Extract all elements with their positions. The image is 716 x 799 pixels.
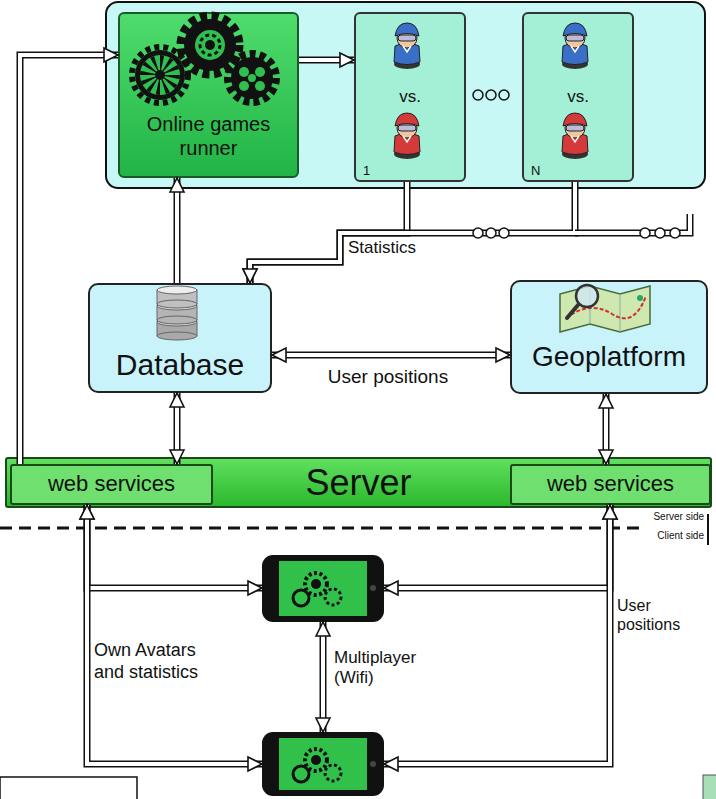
edge-label: Statistics xyxy=(348,238,440,258)
side-label: Server side xyxy=(640,511,704,523)
connector xyxy=(323,622,324,732)
node-text: vs. xyxy=(524,87,632,107)
server-band: Serverweb servicesweb services xyxy=(5,457,712,508)
connector xyxy=(177,393,178,464)
connector xyxy=(384,505,610,764)
edge-label: User positions xyxy=(617,596,711,634)
games-panel xyxy=(106,2,705,188)
edge-label: Own Avatars and statistics xyxy=(94,640,218,683)
cropped-box xyxy=(0,777,137,799)
connector xyxy=(177,178,178,283)
service-box: web services xyxy=(10,464,213,505)
cropped-box xyxy=(703,775,716,799)
process-box: Online games runner xyxy=(118,12,299,178)
node-text: web services xyxy=(12,471,211,497)
connector xyxy=(20,55,118,464)
smartphone xyxy=(262,555,384,622)
match-box: vs. N xyxy=(522,12,634,182)
database-icon xyxy=(157,286,197,340)
node-text: 1 xyxy=(360,163,464,179)
connector xyxy=(250,182,575,283)
player-avatars xyxy=(394,23,588,159)
geoplatform-box: Geoplatform xyxy=(510,280,708,394)
node-text: vs. xyxy=(356,87,464,107)
node-text: N xyxy=(528,163,632,179)
map-icon xyxy=(560,285,650,332)
phone-node xyxy=(262,732,384,796)
connector xyxy=(384,505,610,588)
node-text: Online games runner xyxy=(120,112,297,160)
edge-label: Multiplayer (Wifi) xyxy=(334,648,446,689)
statistics-bus xyxy=(575,214,690,233)
node-text: Database xyxy=(90,347,270,383)
connector xyxy=(272,355,510,356)
gears-icon xyxy=(132,16,276,103)
service-box: web services xyxy=(510,464,711,505)
ellipsis-dots xyxy=(473,90,509,100)
connector xyxy=(87,505,262,588)
smartphone xyxy=(262,732,384,796)
side-label: Client side xyxy=(640,530,704,542)
phone-node xyxy=(262,555,384,622)
edge-label: User positions xyxy=(313,366,463,389)
connector xyxy=(606,394,607,464)
connector xyxy=(87,505,262,764)
node-text: Geoplatform xyxy=(512,340,706,374)
server-divider xyxy=(0,514,708,545)
database-box: Database xyxy=(88,283,272,393)
connector xyxy=(299,60,354,61)
node-text: web services xyxy=(512,471,709,497)
connector xyxy=(250,182,407,283)
match-box: vs. 1 xyxy=(354,12,466,182)
ellipsis-dots xyxy=(473,228,680,238)
